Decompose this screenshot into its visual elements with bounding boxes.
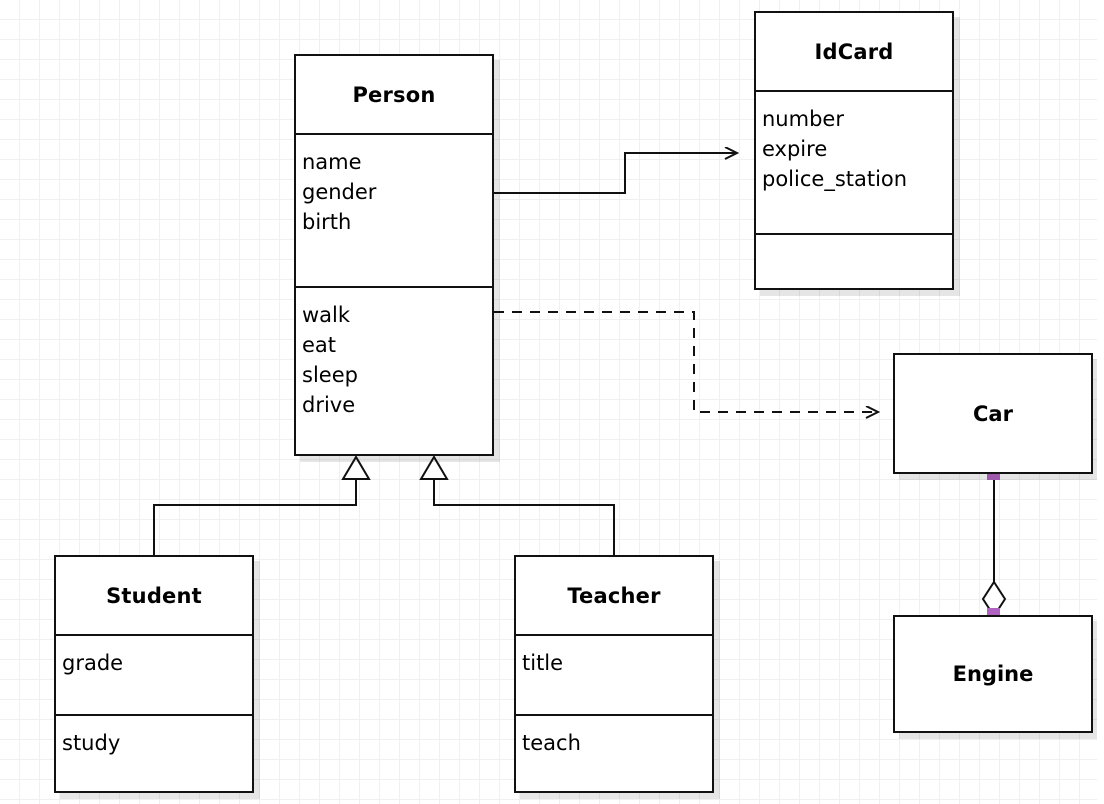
relation-person-car[interactable] — [494, 311, 878, 412]
class-student-attributes: grade — [56, 634, 252, 714]
attribute: birth — [302, 210, 352, 234]
class-teacher-title: Teacher — [567, 583, 661, 608]
class-person-title: Person — [352, 82, 436, 107]
attribute: grade — [62, 651, 124, 675]
relation-person-idcard[interactable] — [494, 153, 737, 194]
class-person[interactable]: Person name gender birth walk eat sleep … — [294, 54, 494, 456]
class-engine[interactable]: Engine — [893, 615, 1093, 733]
relation-student-person[interactable] — [153, 455, 371, 555]
class-idcard-methods — [756, 233, 952, 288]
relation-teacher-person[interactable] — [419, 455, 615, 555]
class-engine-title: Engine — [952, 662, 1034, 686]
method: sleep — [302, 363, 358, 387]
class-person-attributes: name gender birth — [296, 133, 492, 286]
class-person-methods: walk eat sleep drive — [296, 286, 492, 454]
class-teacher-attributes: title — [516, 634, 712, 714]
attribute: police_station — [762, 167, 908, 191]
canvas-right-gutter — [1097, 0, 1104, 804]
attribute: gender — [302, 180, 377, 204]
class-student-methods: study — [56, 714, 252, 794]
method: walk — [302, 303, 351, 327]
class-teacher[interactable]: Teacher title teach — [514, 555, 714, 793]
attribute: name — [302, 150, 362, 174]
class-car[interactable]: Car — [893, 353, 1093, 474]
method: eat — [302, 333, 337, 357]
class-idcard-attributes: number expire police_station — [756, 90, 952, 233]
attribute: number — [762, 107, 844, 131]
class-car-title: Car — [973, 401, 1013, 426]
class-teacher-methods: teach — [516, 714, 712, 794]
class-student[interactable]: Student grade study — [54, 555, 254, 793]
attribute: expire — [762, 137, 828, 161]
class-idcard-title: IdCard — [814, 39, 894, 64]
method: drive — [302, 393, 356, 417]
attribute: title — [522, 651, 564, 675]
method: teach — [522, 731, 581, 755]
class-student-title: Student — [106, 583, 202, 608]
relation-car-engine[interactable] — [981, 474, 1007, 618]
class-idcard[interactable]: IdCard number expire police_station — [754, 11, 954, 290]
method: study — [62, 731, 121, 755]
